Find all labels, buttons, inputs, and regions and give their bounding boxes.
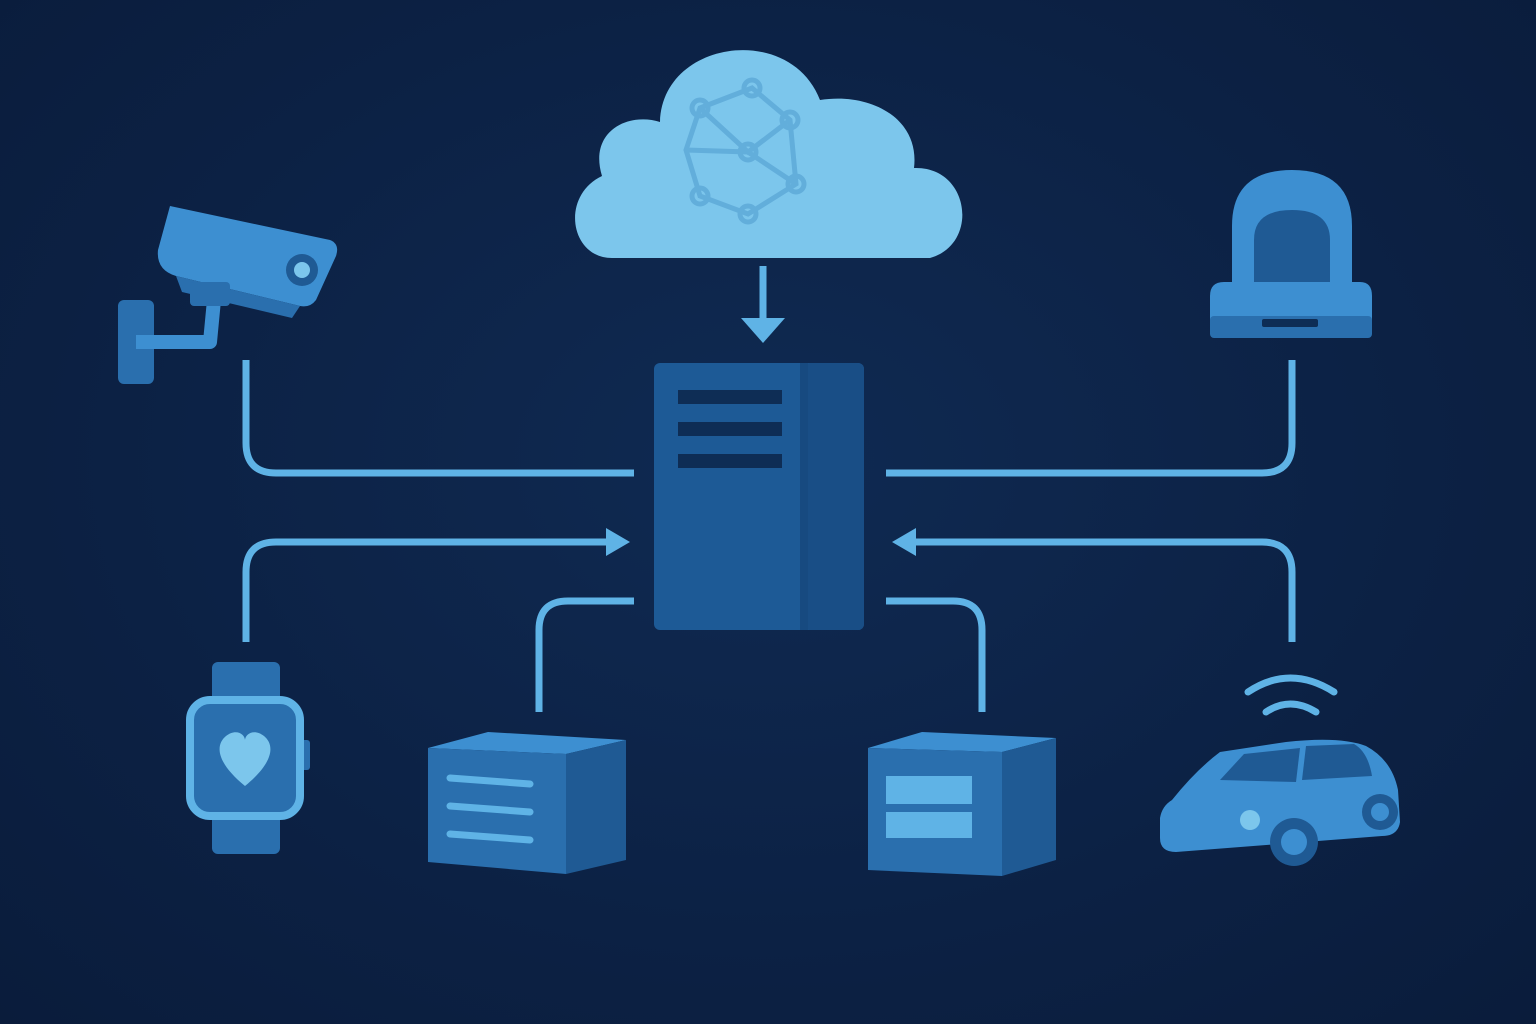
server-slot bbox=[678, 454, 782, 468]
edge-cloud-to-server bbox=[741, 266, 785, 343]
storage-box-icon bbox=[868, 732, 1056, 876]
cloud-network-icon bbox=[575, 50, 963, 259]
connectors bbox=[242, 266, 1296, 712]
edge-lock-to-server bbox=[886, 360, 1296, 477]
smartwatch-heart-icon bbox=[186, 662, 310, 854]
connected-car-icon bbox=[1160, 674, 1400, 866]
edge-smartwatch-to-server bbox=[242, 528, 630, 642]
wifi-signal-icon bbox=[1244, 674, 1338, 716]
padlock-icon bbox=[1210, 170, 1372, 338]
server-slot bbox=[678, 422, 782, 436]
storage-box-icon bbox=[428, 732, 626, 874]
edge-storage-left-to-server bbox=[535, 597, 634, 712]
edge-car-to-server bbox=[892, 528, 1296, 642]
network-graph-icon bbox=[683, 77, 807, 225]
headlight bbox=[1240, 810, 1260, 830]
heart-icon bbox=[219, 732, 271, 786]
server-tower-icon bbox=[654, 363, 864, 630]
edge-camera-to-server bbox=[242, 360, 634, 477]
server-slot bbox=[678, 390, 782, 404]
edge-storage-right-to-server bbox=[886, 597, 986, 712]
security-camera-icon bbox=[118, 206, 338, 384]
